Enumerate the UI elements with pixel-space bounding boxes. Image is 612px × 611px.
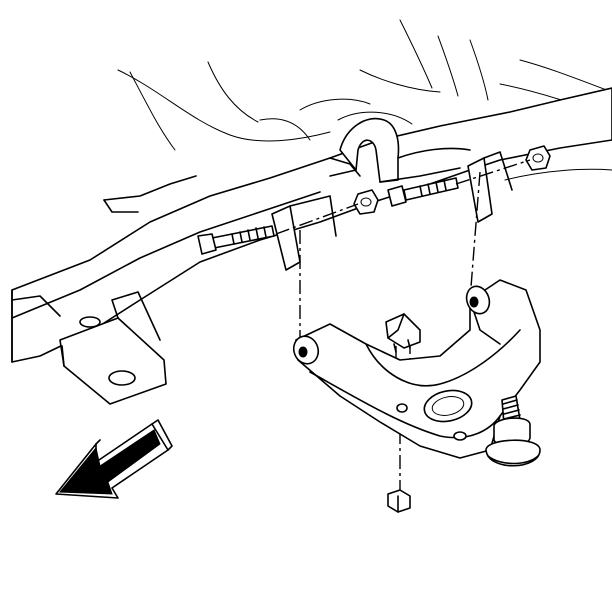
front-bushing (292, 335, 320, 365)
rear-pivot-nut (525, 145, 551, 171)
ball-joint (485, 395, 541, 467)
upper-control-arm (295, 279, 541, 459)
front-pivot-nut (353, 189, 379, 215)
vehicle-frame (11, 87, 612, 405)
bump-stop (385, 313, 421, 353)
front-pivot-bolt (197, 225, 275, 255)
body-contours (117, 19, 612, 181)
spring-seat (329, 117, 471, 183)
rear-pivot-bolt (387, 177, 459, 207)
ball-joint-nut (387, 489, 411, 513)
front-direction-arrow (55, 419, 173, 499)
rear-bushing (465, 285, 491, 315)
